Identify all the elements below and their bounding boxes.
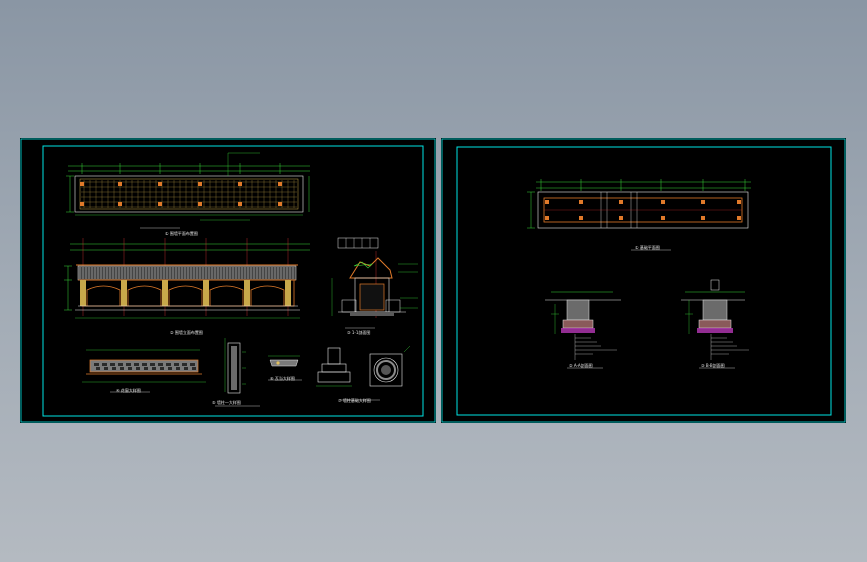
- foundation-plan-drawing: [527, 179, 751, 251]
- label-detail-a: ④ 花窗大样图: [116, 388, 141, 393]
- drawing-sheet-right[interactable]: ① 基础平面图 ② A-A剖面图 ③ B-B剖面图: [441, 138, 846, 423]
- inner-frame: [42, 145, 424, 417]
- detail-d-drawing: [316, 345, 411, 401]
- section-drawing: [331, 237, 418, 329]
- section-b-drawing: [681, 279, 749, 369]
- detail-a-drawing: [82, 349, 206, 393]
- label-section-a: ② A-A剖面图: [569, 363, 593, 368]
- label-plan: ① 围墙平面布置图: [165, 231, 198, 236]
- outer-frame: [20, 138, 436, 423]
- label-detail-b: ⑤ 墙柱一大样图: [212, 400, 241, 405]
- section-a-drawing: [545, 291, 621, 369]
- elevation-drawing: [64, 238, 310, 319]
- inner-frame: [456, 146, 832, 416]
- detail-b-drawing: [215, 338, 260, 407]
- label-foundation-plan: ① 基础平面图: [635, 245, 660, 250]
- drawing-sheet-left[interactable]: ① 围墙平面布置图 ② 围墙立面布置图 ③ 1-1剖面图 ④ 花窗大样图 ⑤ 墙…: [20, 138, 436, 423]
- left-sheet-canvas: [20, 138, 436, 423]
- outer-frame: [441, 138, 846, 423]
- detail-c-drawing: [268, 355, 302, 381]
- label-detail-d: ⑦ 墙柱基础大样图: [338, 398, 371, 403]
- label-section: ③ 1-1剖面图: [347, 330, 371, 335]
- label-elevation: ② 围墙立面布置图: [170, 330, 203, 335]
- right-sheet-canvas: [441, 138, 846, 423]
- label-section-b: ③ B-B剖面图: [701, 363, 725, 368]
- label-detail-c: ⑥ 瓦当大样图: [270, 376, 295, 381]
- plan-drawing: [66, 152, 310, 229]
